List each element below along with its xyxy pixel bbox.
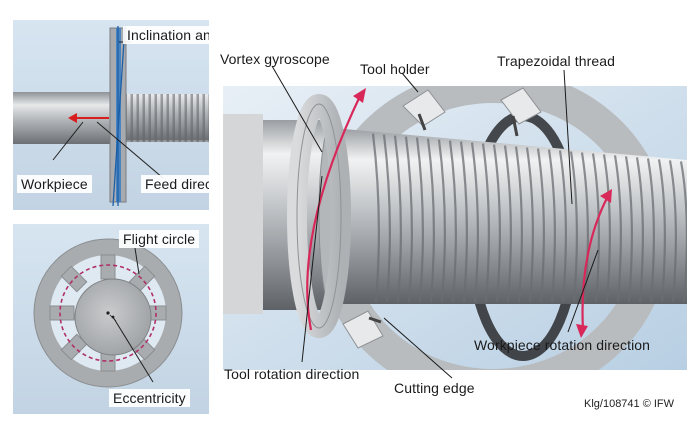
thread-ridge [558,150,567,303]
label-tool-rotation-direction: Tool rotation direction [224,366,360,382]
thread-ridge [503,145,512,303]
flight-circle [59,264,157,362]
thread-ridge [393,135,402,303]
thread-ridge [624,156,633,303]
thread-ridge [404,136,413,303]
thread-ridge [536,148,545,303]
panel-front-view: Flight circle Eccentricity [13,224,209,414]
thread-ridge [448,140,457,303]
panel-3d-view [223,86,687,370]
label-vortex-gyroscope: Vortex gyroscope [220,51,330,67]
thread-ridge [646,158,655,303]
label-cutting-edge: Cutting edge [394,380,475,396]
label-inclination-angle: Inclination angle [123,26,209,44]
thread-ridge [437,139,446,303]
label-workpiece-rotation-direction: Workpiece rotation direction [474,337,651,353]
thread-ridge [547,149,556,303]
thread-section [123,94,209,142]
label-eccentricity: Eccentricity [109,389,190,407]
thread-ridge [602,154,611,303]
3d-view-illustration [223,86,687,370]
thread-ridge [382,134,391,303]
label-workpiece: Workpiece [17,175,92,193]
thread-ridge [492,144,501,303]
thread-ridge [657,159,666,303]
front-view-illustration [13,224,209,414]
label-trapezoidal-thread: Trapezoidal thread [497,53,616,69]
thread-ridge [679,161,687,303]
tool-holders [342,87,542,349]
thread-ridge [481,143,490,303]
thread-ridge [668,160,677,303]
label-feed-direction: Feed direction [141,175,209,193]
thread-ridge [613,155,622,303]
thread-ridge [415,137,424,303]
image-credit: Klg/108741 © IFW [584,398,675,410]
thread-ridge [635,157,644,303]
thread-ridge [525,147,534,303]
thread-ridge [371,133,380,303]
panel-side-view: Inclination angle Workpiece Feed directi… [13,20,209,210]
thread-ridge [426,138,435,303]
label-tool-holder: Tool holder [360,61,430,77]
thread-ridge [514,146,523,303]
thread-ridge [459,141,468,303]
thread-ridge [470,142,479,303]
label-flight-circle: Flight circle [119,230,200,248]
